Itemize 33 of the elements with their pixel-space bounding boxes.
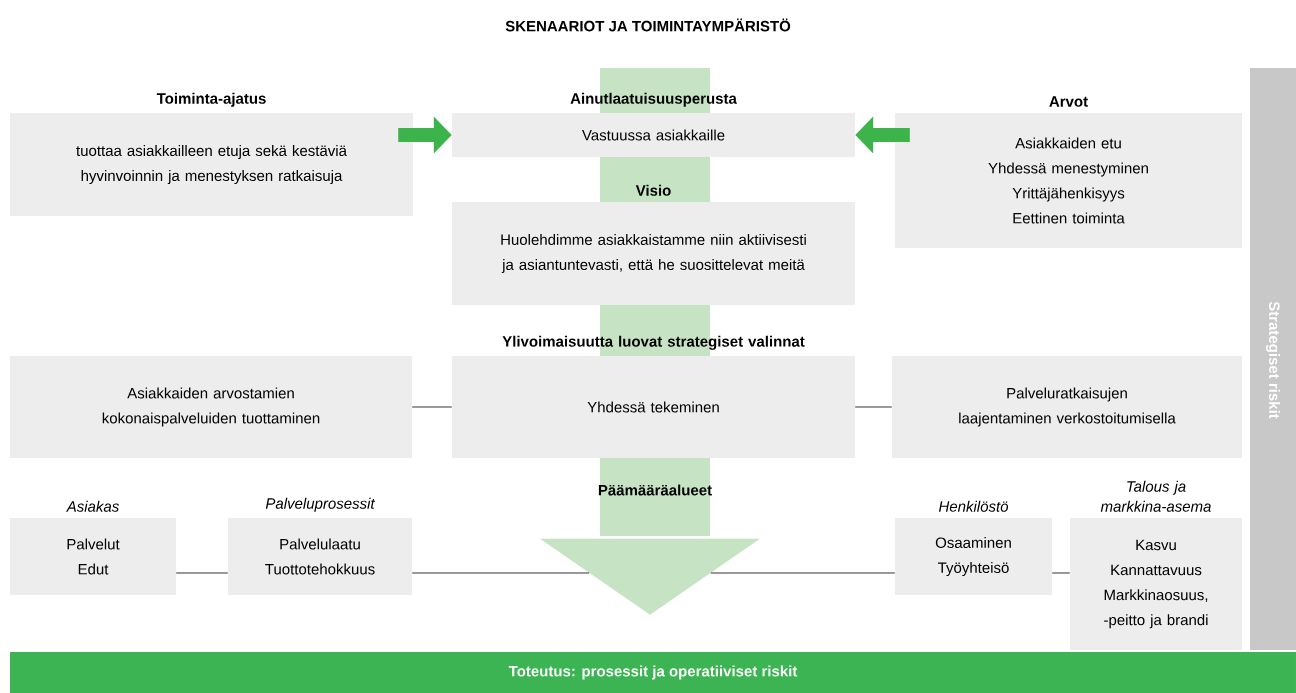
node-label: Yhdessä menestyminen (988, 162, 1148, 177)
text-box: Yhdessä tekeminen (452, 356, 855, 458)
node-label: Asiakkaiden etu (1015, 137, 1121, 149)
bottom-band: Toteutus: prosessit ja operatiiviset riskit (10, 652, 1296, 693)
node-label: Eettinen toiminta (1013, 212, 1125, 224)
connector-line (1051, 572, 1071, 574)
text-box: Palvelut Edut (10, 518, 176, 595)
box-heading: Ainutlaatuisuusperusta (570, 92, 737, 107)
box-heading: Palveluprosessit (265, 497, 376, 512)
text-box: Asiakkaiden etu Yhdessä menestyminen Yrittäjähenkisyys Eettinen toiminta (895, 113, 1242, 248)
connector-line (175, 572, 229, 574)
diagram-title: SKENAARIOT JA TOIMINTAYMPÄRISTÖ (505, 18, 791, 32)
text-box: Osaaminen Työyhteisö (895, 518, 1052, 595)
connector-line (411, 406, 453, 408)
box-heading: Ylivoimaisuutta luovat strategiset valinnat (502, 335, 805, 350)
connector-line (411, 572, 590, 574)
node-label: Yrittäjähenkisyys (1012, 187, 1125, 202)
text-box: Palveluratkaisujen laajentaminen verkostoitumisella (892, 356, 1242, 458)
connector-line (854, 406, 893, 408)
text-box: Palvelulaatu Tuottotehokkuus (228, 518, 412, 595)
arrow-label: Päämääräalueet (598, 484, 712, 496)
connector-line (710, 572, 896, 574)
text-box: Kasvu Kannattavuus Markkinaosuus, -peitto ja brandi (1070, 518, 1242, 650)
box-heading: Toiminta-ajatus (156, 92, 266, 107)
box-heading: Visio (635, 184, 671, 196)
box-heading: Arvot (1049, 96, 1088, 107)
box-heading: Asiakas (66, 500, 119, 512)
text-box: Vastuussa asiakkaille (452, 113, 855, 157)
text-box: Asiakkaiden arvostamien kokonaispalveluiden tuottaminen (10, 356, 412, 458)
box-heading: Talous ja markkina-asema (1100, 480, 1211, 512)
text-box: tuottaa asiakkailleen etuja sekä kestäviä hyvinvoinnin ja menestyksen ratkaisuja (10, 113, 413, 216)
text-box: Huolehdimme asiakkaistamme niin aktiivisesti ja asiantuntevasti, että he suosittelevat meitä (452, 202, 855, 305)
box-heading: Henkilöstö (938, 500, 1009, 512)
